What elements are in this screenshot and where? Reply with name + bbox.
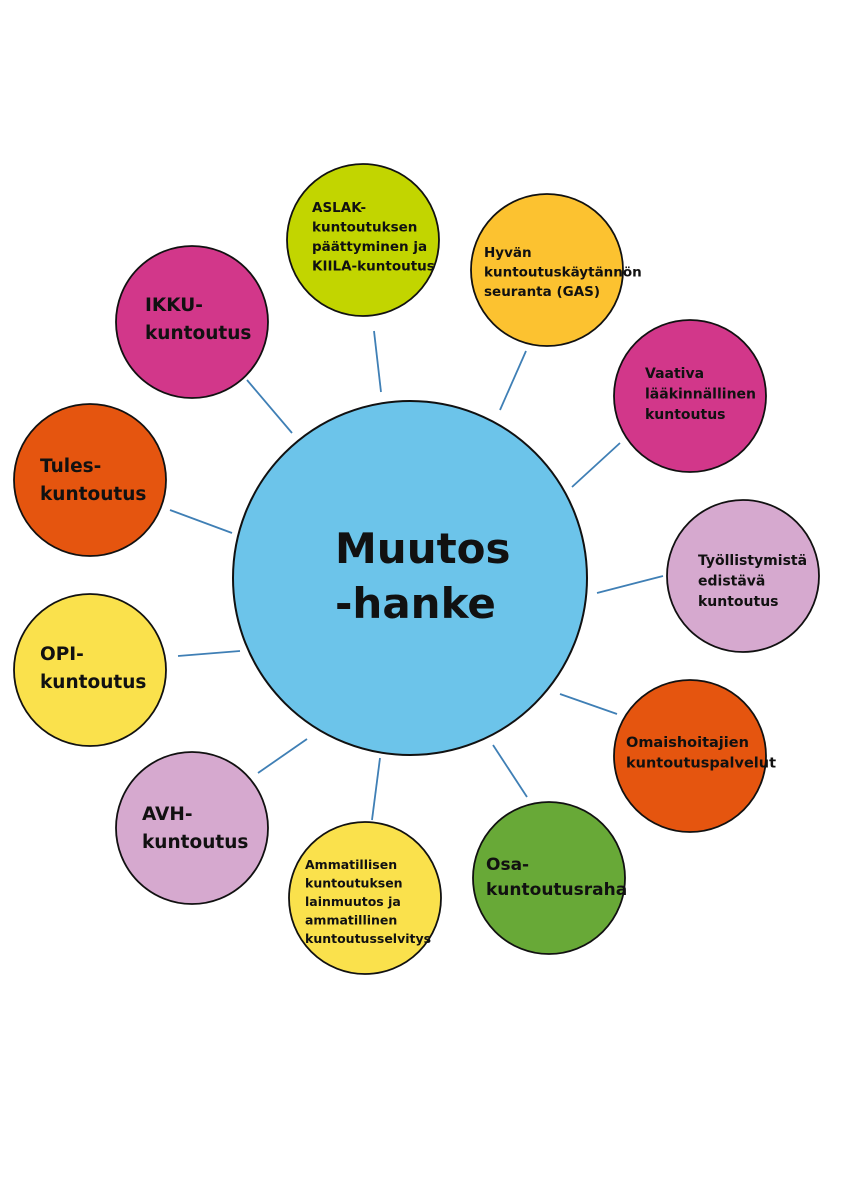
topic-label-line: kuntoutusraha — [486, 880, 627, 900]
hub-label: Muutos -hanke — [335, 524, 525, 628]
topic-label-line: seuranta (GAS) — [484, 284, 600, 300]
topic-node-ikku: IKKU-kuntoutus — [115, 245, 269, 399]
topic-circle — [13, 593, 167, 747]
topic-node-gas: Hyvän kuntoutuskäytännön seuranta (GAS) — [470, 193, 642, 347]
topic-node-aslak: ASLAK-kuntoutuksen päättyminen ja KIILA-ku… — [286, 163, 440, 317]
hub-label-line: -hanke — [335, 579, 496, 628]
topic-label: Hyvän kuntoutuskäytännön seuranta (GAS) — [484, 245, 642, 300]
connector-line-omaishoitajien — [559, 693, 618, 715]
topic-circle — [13, 403, 167, 557]
topic-label: OPI-kuntoutus — [40, 644, 146, 693]
topic-node-avh: AVH-kuntoutus — [115, 751, 269, 905]
topic-circle — [472, 801, 626, 955]
topic-circle — [613, 679, 767, 833]
topic-label-line: kuntoutusselvitys — [305, 931, 431, 946]
topic-label-line: IKKU- — [145, 295, 203, 316]
topic-label-line: kuntoutuspalvelut — [626, 756, 776, 772]
topic-label-line: kuntoutus — [698, 594, 779, 610]
topic-label-line: Vaativa — [645, 366, 704, 382]
connector-line-vaativa — [571, 442, 621, 488]
topic-label: Työllistymistä edistävä kuntoutus — [698, 553, 807, 610]
connector-line-avh — [257, 738, 308, 774]
topic-node-vaativa: Vaativa lääkinnällinen kuntoutus — [613, 319, 767, 473]
topic-label-line: edistävä — [698, 574, 765, 590]
connector-line-tules — [169, 509, 233, 534]
topic-nodes: ASLAK-kuntoutuksen päättyminen ja KIILA-ku… — [13, 163, 820, 975]
hub-node: Muutos -hanke — [232, 400, 588, 756]
topic-label-line: kuntoutus — [142, 832, 248, 853]
connector-line-opi — [177, 650, 241, 657]
topic-label-line: ammatillinen — [305, 913, 397, 928]
connector-line-ammatillisen — [371, 757, 381, 821]
topic-label-line: ASLAK- — [312, 200, 366, 216]
topic-circle — [115, 245, 269, 399]
hub-circle — [232, 400, 588, 756]
topic-node-omaishoitajien: Omaishoitajien kuntoutuspalvelut — [613, 679, 776, 833]
topic-label: Ammatillisen kuntoutuksen lainmuutos ja amm… — [305, 857, 431, 946]
topic-circle — [613, 319, 767, 473]
topic-label-line: OPI- — [40, 644, 84, 665]
topic-circle — [470, 193, 624, 347]
connector-line-ikku — [246, 379, 293, 434]
topic-node-ammatillisen: Ammatillisen kuntoutuksen lainmuutos ja amm… — [288, 821, 442, 975]
topic-label: ASLAK-kuntoutuksen päättyminen ja KIILA-ku… — [312, 200, 435, 275]
topic-label-line: kuntoutus — [145, 323, 251, 344]
topic-label-line: lääkinnällinen — [645, 387, 756, 403]
topic-label-line: kuntoutus — [645, 407, 726, 423]
topic-node-tules: Tules-kuntoutus — [13, 403, 167, 557]
connector-line-aslak — [373, 330, 382, 393]
topic-node-opi: OPI-kuntoutus — [13, 593, 167, 747]
topic-label: IKKU-kuntoutus — [145, 295, 251, 344]
topic-label-line: kuntoutuksen — [312, 220, 417, 236]
topic-node-tyollistymista: Työllistymistä edistävä kuntoutus — [666, 499, 820, 653]
topic-label-line: Työllistymistä — [698, 553, 807, 569]
topic-circle — [286, 163, 440, 317]
topic-label: Tules-kuntoutus — [40, 456, 146, 505]
topic-label-line: kuntoutus — [40, 484, 146, 505]
topic-label-line: Tules- — [40, 456, 101, 477]
topic-node-osakuntoutusraha: Osa-kuntoutusraha — [472, 801, 627, 955]
topic-circle — [666, 499, 820, 653]
hub-label-line: Muutos — [335, 524, 511, 573]
connector-line-gas — [499, 350, 527, 411]
topic-label-line: kuntoutuksen — [305, 876, 403, 891]
connector-lines — [169, 330, 664, 821]
topic-label: Osa-kuntoutusraha — [486, 855, 627, 900]
topic-label: Omaishoitajien kuntoutuspalvelut — [626, 735, 776, 772]
topic-label-line: kuntoutus — [40, 672, 146, 693]
topic-label-line: Osa- — [486, 855, 529, 875]
topic-label-line: lainmuutos ja — [305, 894, 401, 909]
topic-label-line: AVH- — [142, 804, 193, 825]
topic-label-line: KIILA-kuntoutus — [312, 259, 435, 275]
topic-label-line: Ammatillisen — [305, 857, 397, 872]
topic-circle — [288, 821, 442, 975]
topic-label-line: kuntoutuskäytännön — [484, 265, 642, 281]
topic-circle — [115, 751, 269, 905]
topic-label-line: Omaishoitajien — [626, 735, 749, 751]
topic-label-line: Hyvän — [484, 245, 532, 261]
topic-label: Vaativa lääkinnällinen kuntoutus — [645, 366, 756, 423]
topic-label-line: päättyminen ja — [312, 239, 427, 255]
connector-line-tyollistymista — [596, 575, 664, 594]
topic-label: AVH-kuntoutus — [142, 804, 248, 853]
connector-line-osakuntoutusraha — [492, 744, 528, 798]
